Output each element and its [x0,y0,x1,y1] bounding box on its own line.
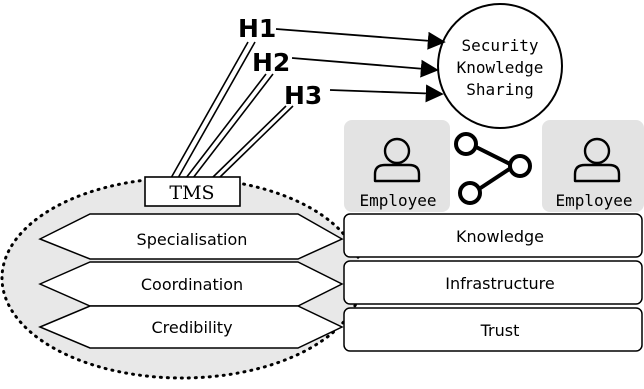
layer-label: Knowledge [456,227,544,246]
layer-knowledge: Knowledge [343,213,643,258]
h3-arrow [329,84,444,103]
h1-label: H1 [238,14,276,43]
share-icon [454,132,532,205]
tms-item-label: Credibility [151,318,232,337]
tms-item-coordination: Coordination [38,261,344,307]
tms-label: TMS [169,182,214,204]
tms-item-specialisation: Specialisation [38,213,344,260]
employee-label-right: Employee [555,191,632,210]
h3-label: H3 [284,81,322,110]
target-label-line1: Security [461,36,538,55]
person-icon [573,137,621,183]
h2-label: H2 [252,48,290,77]
h1-arrow [275,28,446,50]
tms-hypothesis-connectors [170,41,294,179]
employee-label-left: Employee [359,191,436,210]
target-label-line3: Sharing [466,80,533,99]
employee-card-left [344,120,450,212]
employee-card-right [542,120,644,212]
target-label-line2: Knowledge [457,58,544,77]
tms-item-label: Specialisation [137,230,248,249]
layer-infrastructure: Infrastructure [343,260,643,305]
tms-label-box [144,176,241,207]
tms-item-credibility: Credibility [38,305,344,349]
layer-label: Infrastructure [445,274,554,293]
person-icon [373,137,421,183]
tms-item-label: Coordination [141,275,243,294]
layer-trust: Trust [343,307,643,352]
h2-arrow [291,57,439,78]
layer-label: Trust [480,321,520,340]
